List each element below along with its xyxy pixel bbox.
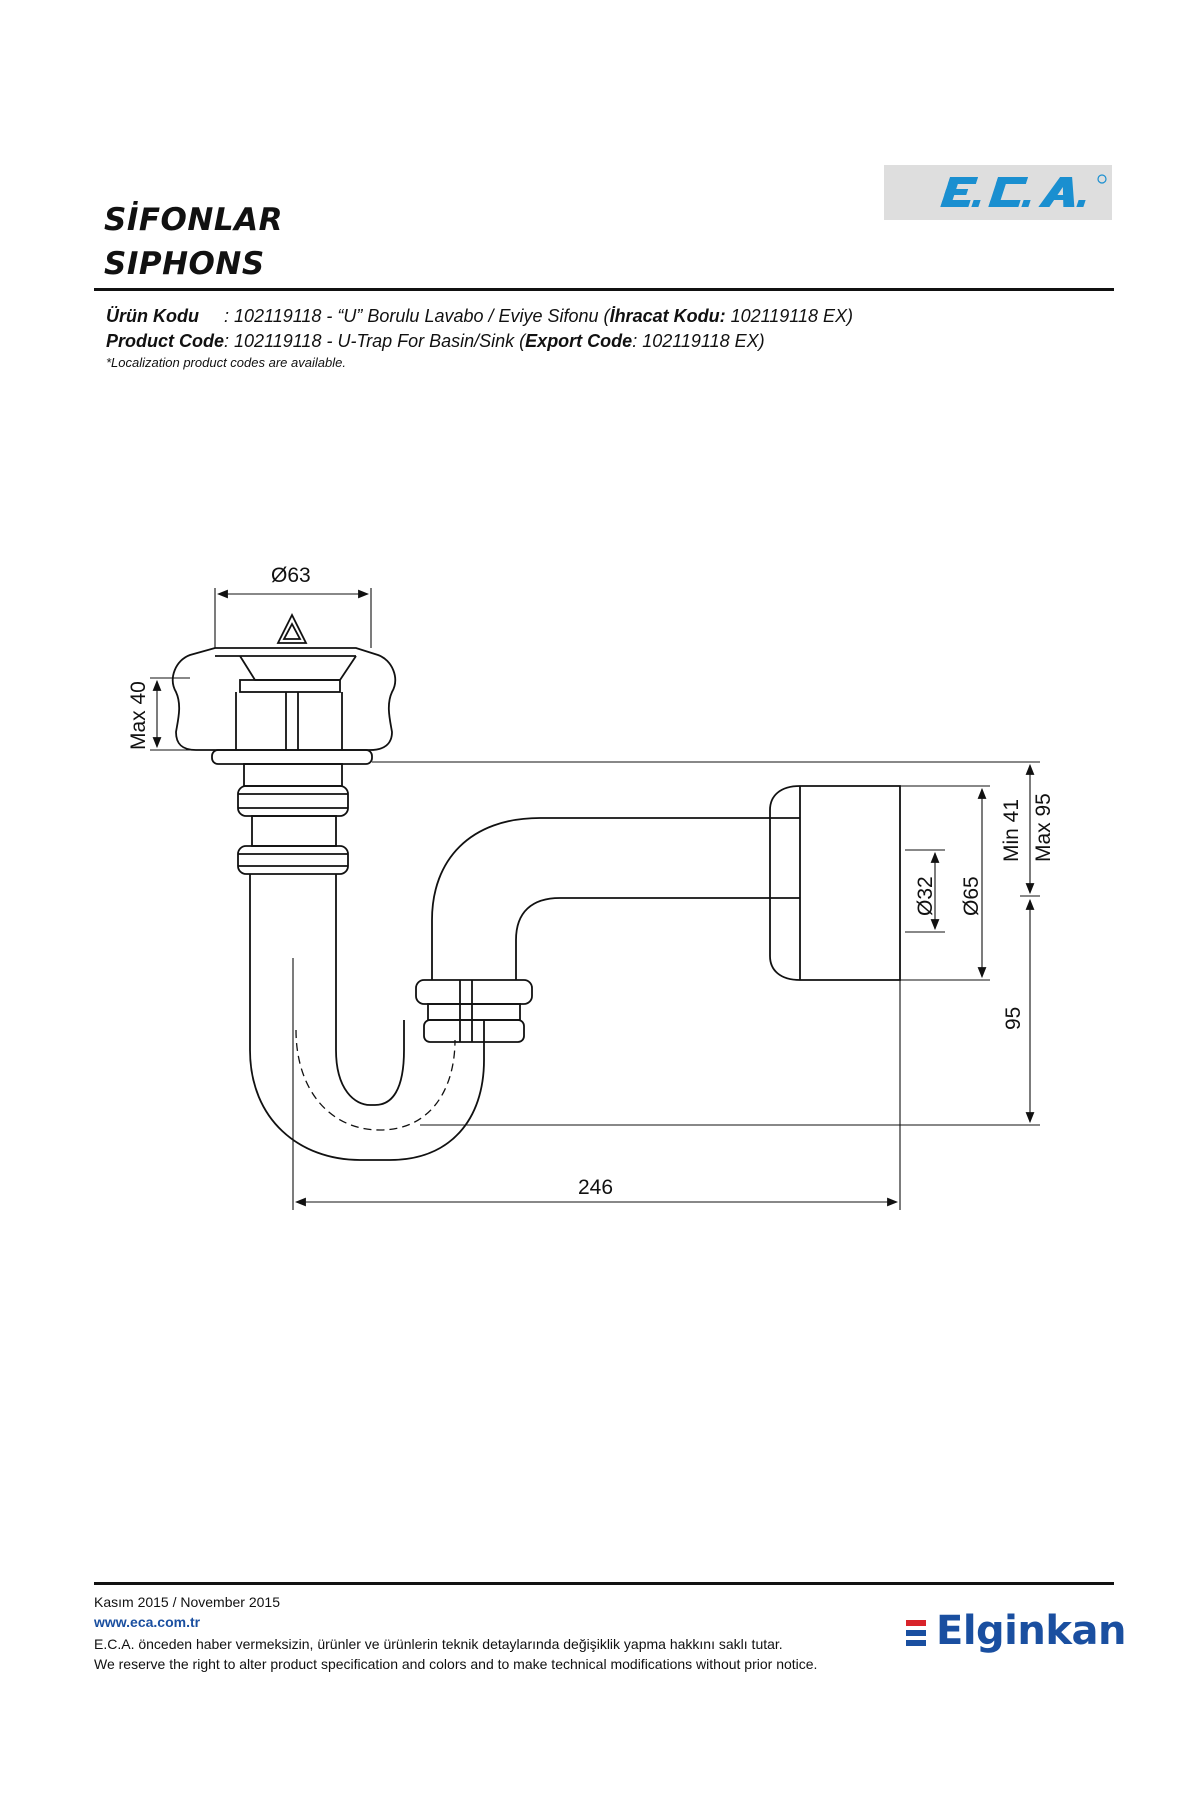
dimension-labels: Ø63 Max 40 Min 41 Max 95 Ø32 Ø65 95 246 xyxy=(127,564,1055,1199)
product-code-desc-en: 102119118 - U-Trap For Basin/Sink ( xyxy=(234,331,526,351)
siphon-technical-drawing: Ø63 Max 40 Min 41 Max 95 Ø32 Ø65 95 246 xyxy=(127,564,1055,1210)
dim-label-246: 246 xyxy=(578,1176,613,1199)
dim-label-d32: Ø32 xyxy=(914,876,937,916)
page-title-turkish: SİFONLAR xyxy=(104,202,283,238)
dim-label-d65: Ø65 xyxy=(960,876,983,916)
dim-label-max95: Max 95 xyxy=(1032,793,1055,862)
product-code-sep-en: : xyxy=(224,331,235,351)
siphon-outline xyxy=(171,612,901,1161)
footer-disclaimer-turkish: E.C.A. önceden haber vermeksizin, ürünle… xyxy=(94,1636,783,1652)
product-code-desc-tr: 102119118 - “U” Borulu Lavabo / Eviye Si… xyxy=(234,306,610,326)
elginkan-logo: Elginkan xyxy=(902,1608,1126,1660)
product-code-english: Product Code: 102119118 - U-Trap For Bas… xyxy=(106,331,765,352)
export-code-label-tr: İhracat Kodu: xyxy=(609,306,726,326)
product-code-turkish: Ürün Kodu : 102119118 - “U” Borulu Lavab… xyxy=(106,306,853,327)
elginkan-logo-mark xyxy=(906,1620,926,1646)
dim-label-d63: Ø63 xyxy=(271,564,311,587)
header-divider xyxy=(94,288,1114,291)
footer-website-link[interactable]: www.eca.com.tr xyxy=(94,1614,201,1630)
elginkan-logo-text: Elginkan xyxy=(936,1608,1126,1654)
localization-note: *Localization product codes are availabl… xyxy=(106,355,346,370)
dim-label-95: 95 xyxy=(1002,1007,1025,1030)
eca-logo-graphic xyxy=(940,174,1107,207)
export-code-value-en: : 102119118 EX) xyxy=(632,331,765,351)
dim-label-min41: Min 41 xyxy=(1000,799,1023,862)
product-code-label-tr: Ürün Kodu xyxy=(106,306,199,326)
footer-divider xyxy=(94,1582,1114,1585)
product-code-sep-tr: : xyxy=(198,306,234,326)
dimension-lines xyxy=(150,588,1040,1210)
footer-date: Kasım 2015 / November 2015 xyxy=(94,1594,280,1610)
export-code-label-en: Export Code xyxy=(525,331,633,351)
product-code-label-en: Product Code xyxy=(106,331,225,351)
page-title-english: SIPHONS xyxy=(104,246,265,282)
footer-disclaimer-english: We reserve the right to alter product sp… xyxy=(94,1656,818,1672)
export-code-value-tr: 102119118 EX) xyxy=(725,306,854,326)
eca-logo xyxy=(884,165,1112,220)
dim-label-max40: Max 40 xyxy=(127,681,150,750)
